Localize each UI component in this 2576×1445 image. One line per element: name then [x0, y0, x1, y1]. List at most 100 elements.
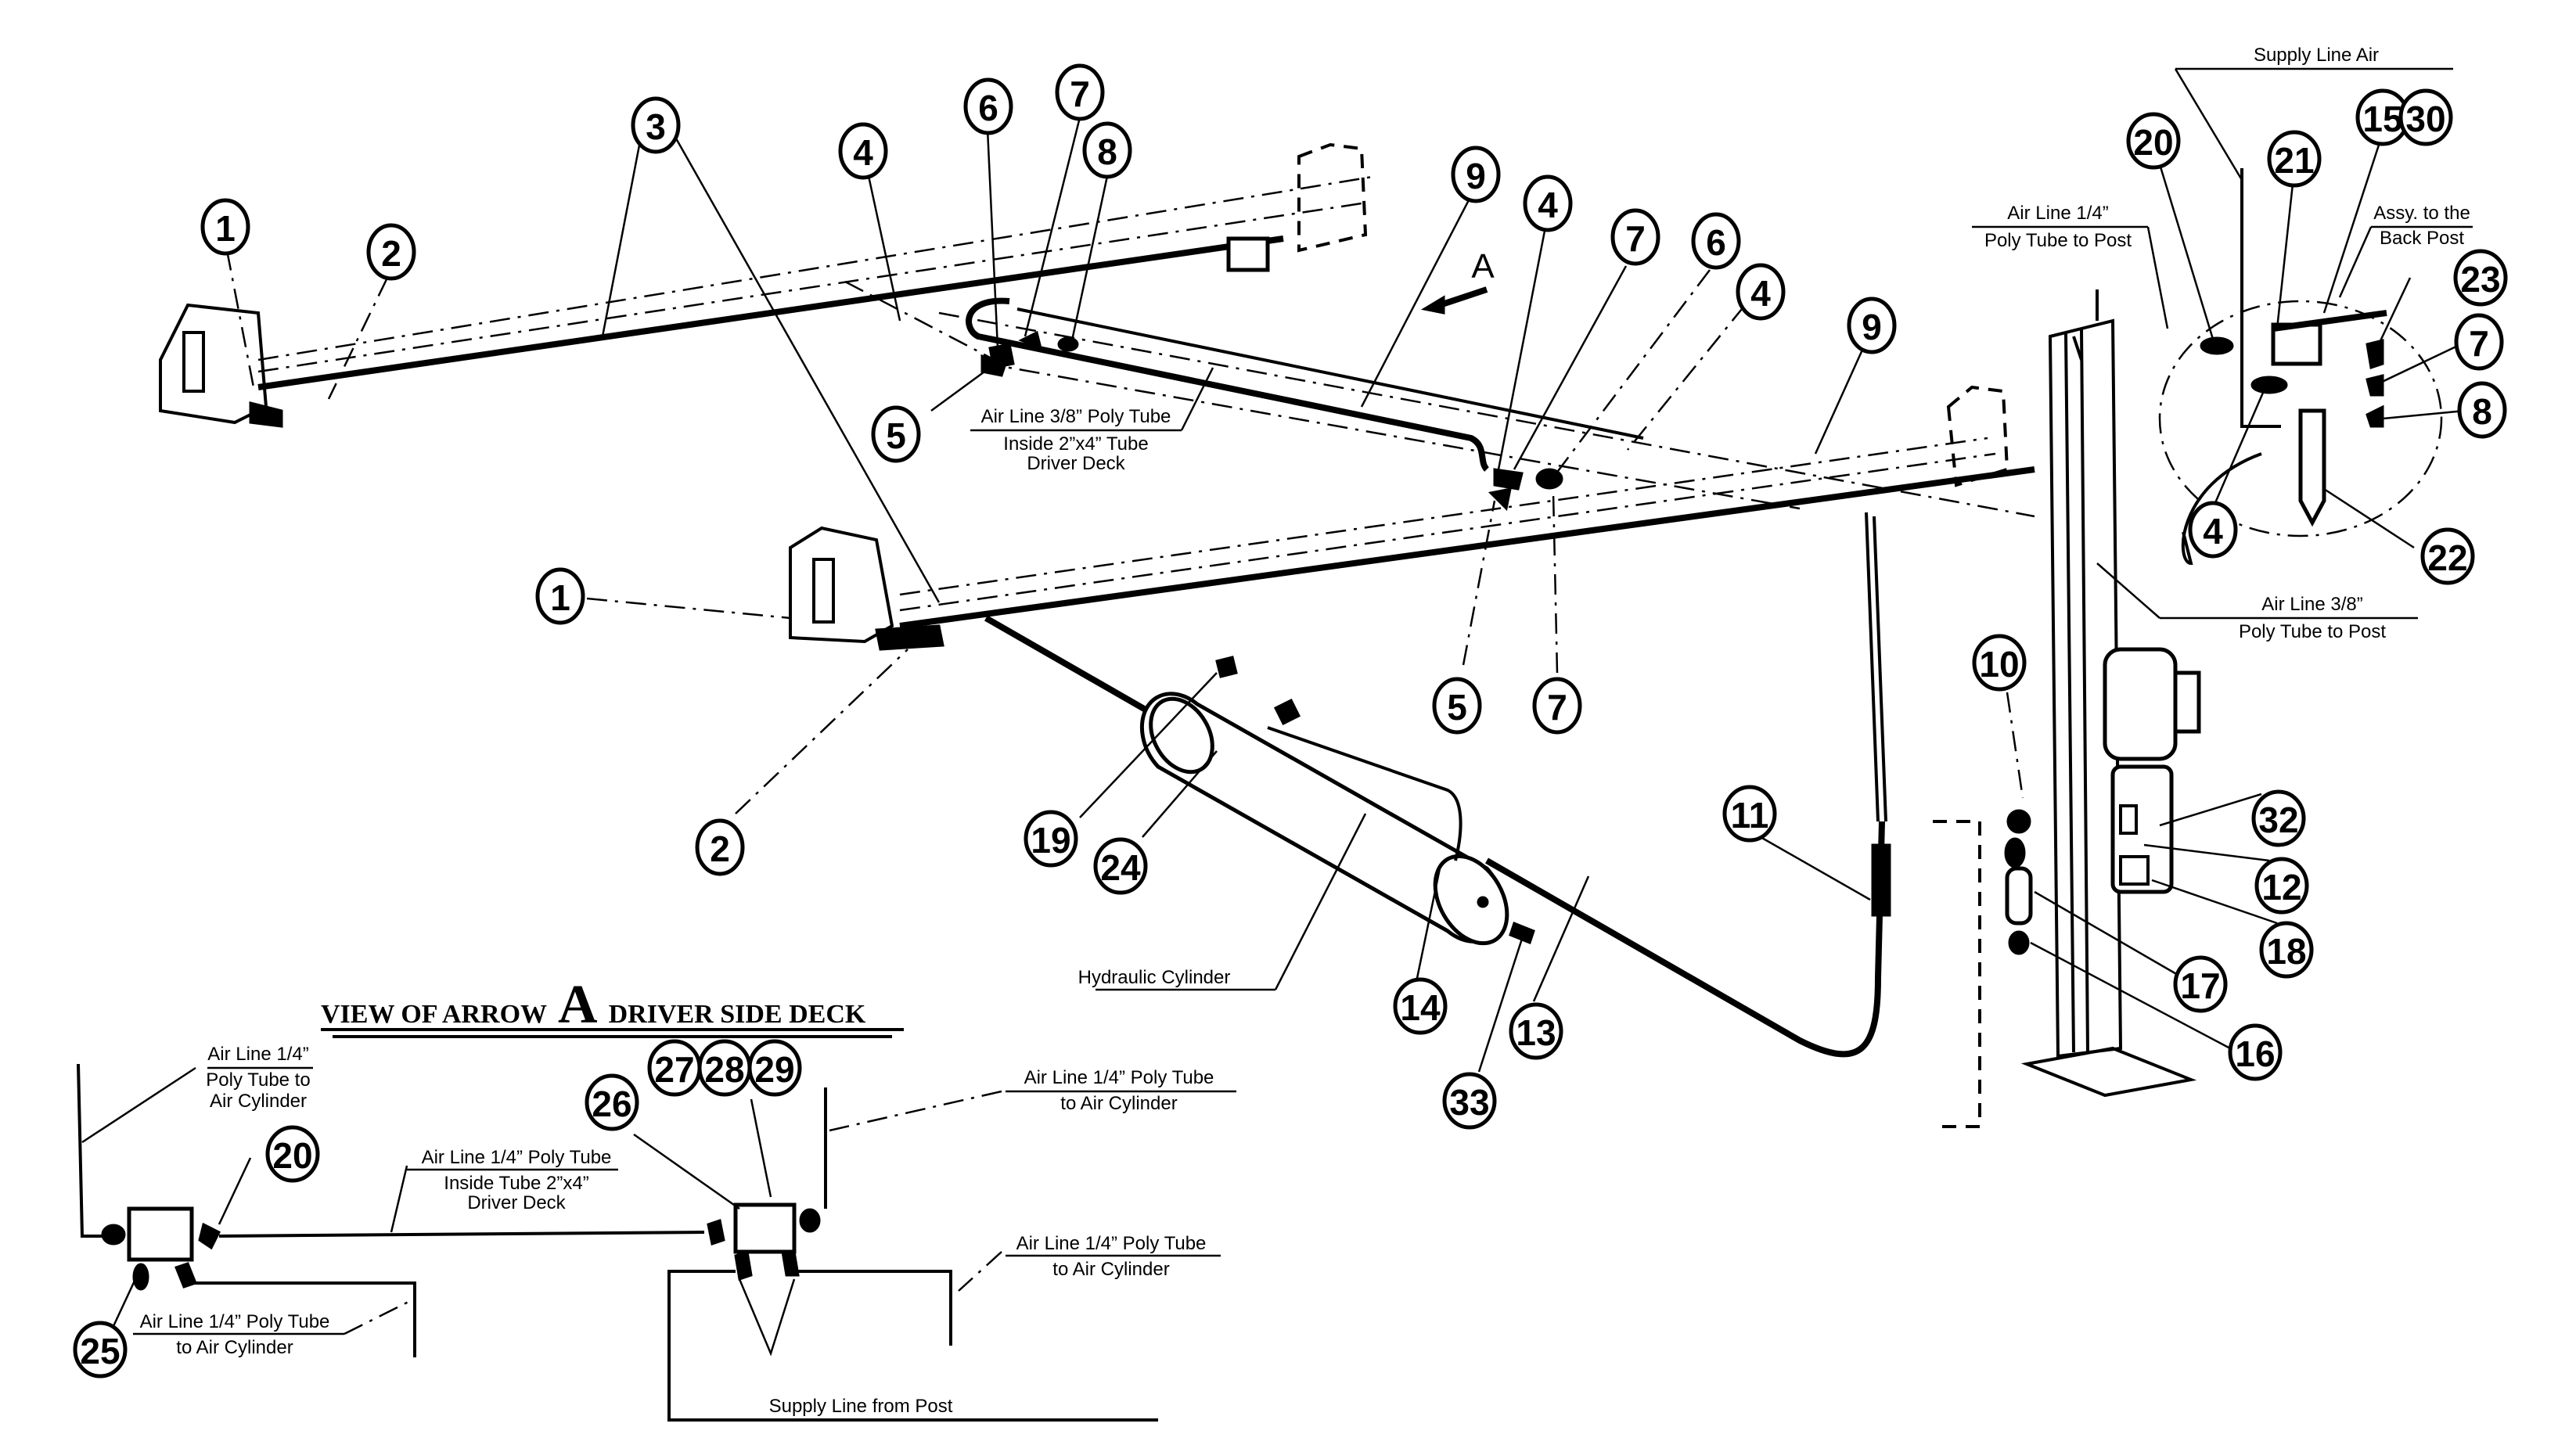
callout-number: 19: [1031, 820, 1070, 861]
lower-deck-outline-top: [899, 437, 1988, 596]
callout-20: 20: [2126, 112, 2181, 170]
callout-circle: [200, 198, 250, 256]
label-line: Air Cylinder: [210, 1091, 307, 1112]
lower-left-fitting: [875, 624, 944, 651]
fitting-10: [2006, 809, 2031, 834]
callout-circle: [366, 223, 416, 281]
callout-circle: [2267, 130, 2322, 188]
leader-20a: [2158, 164, 2216, 345]
callout-17: 17: [2173, 955, 2228, 1013]
inset-title-prefix: VIEW OF ARROW: [321, 1000, 547, 1029]
inset-supply-line: [667, 1270, 1158, 1422]
label-line: to Air Cylinder: [1052, 1259, 1169, 1280]
inset-label-inside-tube: Air Line 1/4” Poly Tube Inside Tube 2”x4…: [407, 1147, 618, 1213]
fitting-5-lower: [1488, 487, 1512, 512]
callout-circle: [2126, 112, 2181, 170]
inset-leader-right-top: [829, 1090, 1002, 1132]
callout-circle: [1736, 263, 1786, 321]
callout-circle: [963, 77, 1013, 135]
upper-deck-outline-top: [257, 174, 1378, 361]
component-21: [2271, 322, 2322, 366]
callout-32: 32: [2251, 789, 2306, 847]
callout-circle: [631, 96, 681, 154]
fitting-15-tube: [2272, 310, 2387, 332]
callout-number: 20: [2133, 122, 2173, 163]
leader-16: [2030, 941, 2231, 1050]
vertical-air-line-2: [1873, 516, 1887, 822]
label-line: Air Line 1/4”: [207, 1044, 308, 1065]
label-line: Air Line 1/4”: [2007, 203, 2108, 224]
callout-number: 21: [2274, 140, 2314, 181]
fitting-7-lower: [1535, 468, 1563, 490]
callout-16: 16: [2228, 1023, 2283, 1081]
callout-7: 7: [2454, 313, 2504, 371]
leader-4c: [1627, 304, 1746, 451]
inset-left-valve-block: [127, 1206, 194, 1262]
callout-4: 4: [838, 122, 888, 180]
leader-9b: [1814, 332, 1872, 455]
leader-33: [1477, 938, 1524, 1073]
callout-20: 20: [265, 1125, 320, 1183]
leader-23: [2377, 277, 2412, 345]
callout-number: 5: [886, 415, 906, 456]
fitting-10-b: [2004, 837, 2026, 868]
inset-right-valve-block: [733, 1202, 797, 1254]
vertical-air-line: [1865, 512, 1880, 822]
callout-4: 4: [1523, 174, 1573, 232]
leader-3a: [601, 132, 643, 337]
post-cable-tip: [2072, 336, 2083, 361]
hydraulic-cylinder-end-cap: [1433, 854, 1509, 946]
callout-number: 32: [2258, 800, 2298, 840]
upper-deck-rail: [159, 142, 2035, 518]
poly-tube-3-8: [966, 297, 1490, 472]
label-line: Inside 2”x4” Tube: [1003, 433, 1148, 455]
inset-right-inlet-fitting: [707, 1219, 725, 1246]
cable-connector-11: [1871, 843, 1891, 917]
air-line-3-8-post-curve: [2181, 452, 2262, 566]
callout-number: 5: [1447, 687, 1467, 728]
label-leader: [1180, 367, 1214, 431]
fitting-8-upper: [1057, 336, 1079, 352]
inset-title-text: VIEW OF ARROW A DRIVER SIDE DECK: [321, 975, 866, 1035]
leader-2a: [327, 277, 389, 400]
callout-18: 18: [2259, 921, 2314, 979]
callout-3: 3: [631, 96, 681, 154]
callout-circle: [1432, 677, 1482, 735]
inset-leader-20: [218, 1157, 252, 1225]
inset-label-bottom-left: Air Line 1/4” Poly Tube to Air Cylinder: [133, 1311, 344, 1358]
callout-circle: [2398, 88, 2453, 146]
leader-3b: [671, 132, 941, 603]
callout-number: 1: [550, 577, 570, 618]
upper-left-fitting: [249, 401, 283, 428]
callout-29: 29: [747, 1039, 802, 1097]
leader-11: [1760, 836, 1871, 901]
fitting-4-detail: [2250, 376, 2288, 394]
post-column: [2048, 318, 2123, 1059]
callout-number: 27: [654, 1049, 694, 1090]
callout-6: 6: [963, 77, 1013, 135]
callout-24: 24: [1093, 837, 1148, 895]
lower-deck-air-line: [899, 466, 2035, 629]
leader-2b: [735, 649, 908, 814]
cylinder-hydraulic-hose: [1267, 726, 1462, 861]
leader-lines: [225, 117, 2466, 1073]
leader-6a: [986, 128, 999, 349]
callout-number: 6: [978, 88, 998, 128]
label-leader: [2096, 563, 2160, 619]
label-supply-line-air: Supply Line Air: [2174, 45, 2453, 181]
callout-8: 8: [2457, 381, 2507, 439]
callout-number: 18: [2266, 931, 2306, 972]
label-air-line-3-8-to-post: Air Line 3/8” Poly Tube to Post: [2096, 563, 2418, 642]
label-line: Air Line 1/4” Poly Tube: [1016, 1233, 1207, 1254]
arrow-a-shaft: [1438, 286, 1488, 308]
label-line: Air Line 1/4” Poly Tube: [1024, 1067, 1214, 1088]
label-line: Air Line 1/4” Poly Tube: [422, 1147, 612, 1168]
lower-deck-rail: [789, 385, 2035, 822]
callout-number: 8: [2472, 391, 2492, 432]
callout-circle: [2228, 1023, 2283, 1081]
callout-8: 8: [1082, 121, 1132, 179]
callout-23: 23: [2453, 249, 2508, 307]
inset-right-fitting-a: [734, 1250, 753, 1281]
callout-number: 15: [2362, 99, 2402, 139]
